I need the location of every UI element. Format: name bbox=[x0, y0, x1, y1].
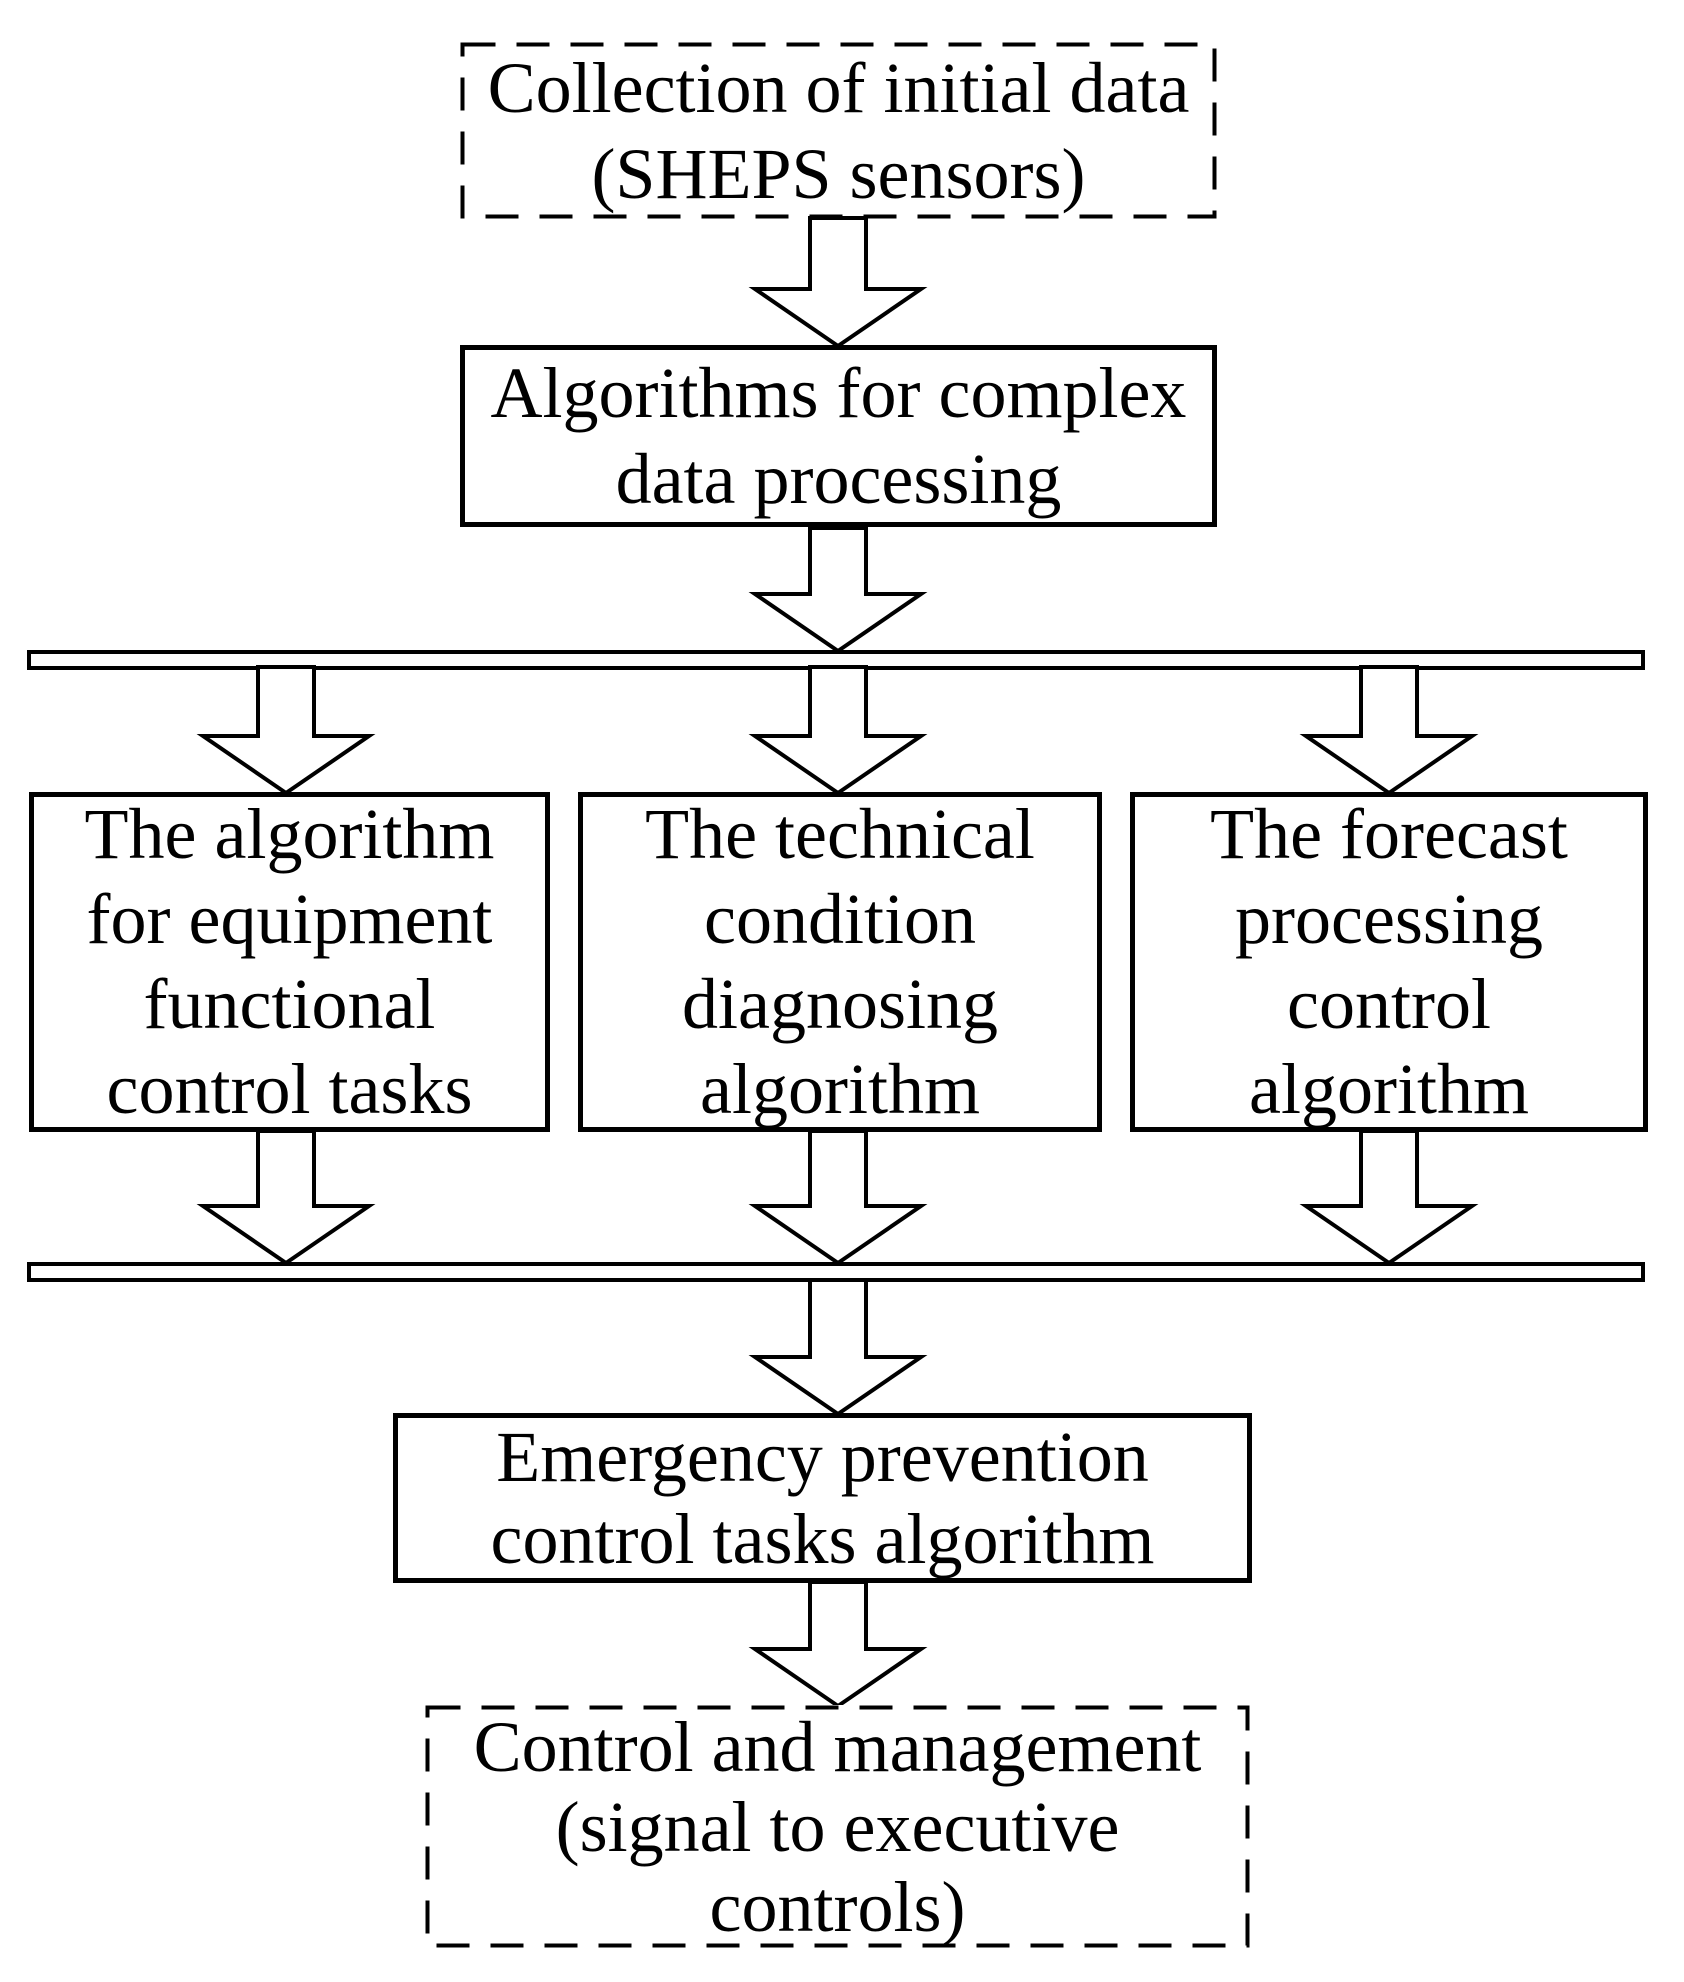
connector-arrow-4 bbox=[748, 665, 928, 796]
connector-arrow-10 bbox=[748, 1580, 928, 1709]
node-emergency-prevention: Emergency prevention control tasks algor… bbox=[393, 1413, 1252, 1583]
node-condition-diagnosing-label: The technical condition diagnosing algor… bbox=[645, 794, 1035, 1129]
node-complex-data-processing-label: Algorithms for complex data processing bbox=[490, 353, 1187, 519]
connector-arrow-3 bbox=[196, 665, 376, 796]
connector-arrow-7 bbox=[748, 1129, 928, 1266]
node-equipment-functional-control: The algorithm for equipment functional c… bbox=[29, 792, 550, 1132]
node-forecast-processing-control: The forecast processing control algorith… bbox=[1130, 792, 1648, 1132]
connector-arrow-5 bbox=[1299, 665, 1479, 796]
connector-arrow-1 bbox=[748, 216, 928, 349]
node-collection-of-initial-data: Collection of initial data (SHEPS sensor… bbox=[460, 42, 1217, 219]
connector-arrow-8 bbox=[1299, 1129, 1479, 1266]
node-control-and-management: Control and management (signal to execut… bbox=[425, 1705, 1250, 1948]
node-control-and-management-label: Control and management (signal to execut… bbox=[473, 1706, 1202, 1947]
node-equipment-functional-control-label: The algorithm for equipment functional c… bbox=[84, 794, 495, 1129]
connector-arrow-2 bbox=[748, 526, 928, 654]
connector-arrow-9 bbox=[748, 1278, 928, 1417]
dashed-border bbox=[425, 1705, 1250, 1948]
connector-arrow-6 bbox=[196, 1129, 376, 1266]
node-emergency-prevention-label: Emergency prevention control tasks algor… bbox=[490, 1417, 1155, 1579]
node-forecast-processing-control-label: The forecast processing control algorith… bbox=[1210, 794, 1568, 1129]
node-collection-label: Collection of initial data (SHEPS sensor… bbox=[487, 47, 1190, 214]
node-condition-diagnosing: The technical condition diagnosing algor… bbox=[578, 792, 1102, 1132]
node-complex-data-processing: Algorithms for complex data processing bbox=[460, 345, 1217, 527]
